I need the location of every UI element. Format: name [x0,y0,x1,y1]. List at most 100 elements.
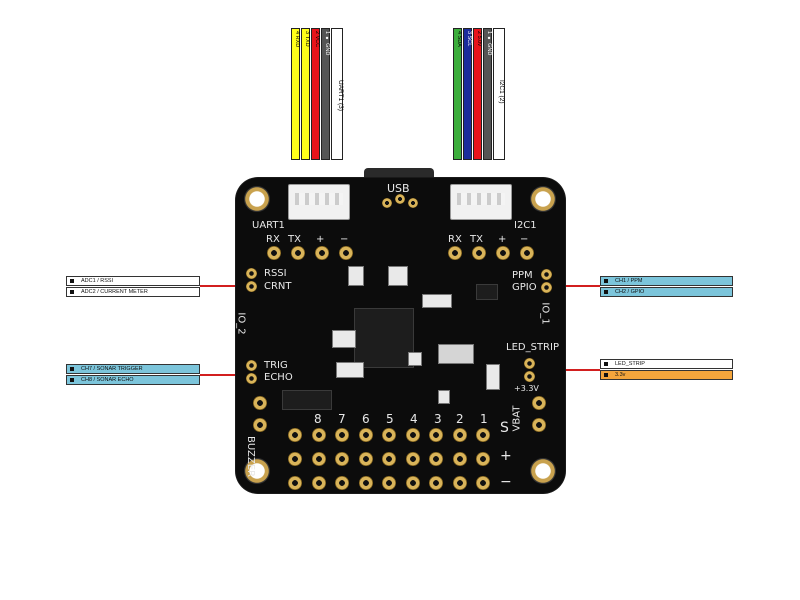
v33-label: +3.3V [514,384,539,393]
smd-component [422,294,452,308]
pointer-line-sonar [200,374,250,376]
signal-s-label: S [500,420,509,436]
label-adc1-rssi: ADC1 / RSSI [66,276,200,286]
label-text: CH2 / GPIO [615,289,645,295]
label-text: 3.3v [615,372,626,378]
i2c1-wire-5v: 2 5.0v [473,28,482,160]
label-text: CH1 / PPM [615,278,643,284]
i2c1-wire-scl: 3 SCL [463,28,472,160]
wire-number: 1 ● [486,31,492,42]
i2c1-wire-white [493,28,505,160]
servo-header-pad [382,428,396,442]
crnt-pad [246,281,257,292]
i2c1-connector [450,184,512,220]
uart1-wire-rxd: 4 RXD [291,28,300,160]
label-ch1-ppm: CH1 / PPM [600,276,733,286]
uart1-wire-group: 4 RXD 3 TXD 2 VCC 1 ● GND [291,28,343,160]
wire-name: TXD [304,35,310,47]
uart1-wire-gnd: 1 ● GND [321,28,330,160]
i2c1-wire-sda: 4 SDA [453,28,462,160]
bullet-icon [604,279,608,283]
gpio-label: GPIO [512,282,537,293]
smd-component [486,364,500,390]
flight-controller-board: USB UART1 I2C1 RX TX + − RX TX + − RSSI … [236,178,565,493]
servo-header-pad [429,452,443,466]
servo-header-pad [476,452,490,466]
mcu-chip [354,308,414,368]
label-3v3: 3.3v [600,370,733,380]
channel-label-2: 2 [456,412,464,426]
wire-name: GND [486,43,492,56]
vbat-pad [532,396,546,410]
i2c-rx-label: RX [448,234,462,245]
buzzer-pad [253,418,267,432]
vbat-pad [532,418,546,432]
label-ch8-sonar-echo: CH8 / SONAR ECHO [66,375,200,385]
mounting-hole [244,458,270,484]
v33-pad [524,371,535,382]
servo-header-pad [429,476,443,490]
wire-number: 1 ● [324,31,330,42]
servo-header-pad [335,476,349,490]
servo-header-pad [358,452,373,466]
channel-label-8: 8 [314,412,322,426]
servo-header-pad [335,452,349,466]
led-pad [524,358,535,369]
i2c-plus-label: + [498,234,507,245]
smd-component [332,330,356,348]
wire-name: SDA [456,35,462,47]
bullet-icon [70,367,74,371]
wire-name: SCL [466,35,472,47]
servo-header-pad [452,476,467,490]
servo-header-pad [358,476,373,490]
label-text: ADC2 / CURRENT METER [81,289,148,295]
smd-component [408,352,422,366]
uart1-wire-txd: 3 TXD [301,28,310,160]
servo-header-pad [476,428,490,442]
servo-header-pad [429,428,443,442]
bullet-icon [70,279,74,283]
label-led-strip: LED_STRIP [600,359,733,369]
led-strip-label: LED_STRIP [506,342,559,353]
bullet-icon [70,378,74,382]
label-ch2-gpio: CH2 / GPIO [600,287,733,297]
servo-header-pad [335,428,349,442]
mounting-hole [530,186,556,212]
uart1-connector [288,184,350,220]
uart-rx-label: RX [266,234,280,245]
vbat-label: VBAT [511,405,523,432]
regulator [282,390,332,410]
uart1-silk-label: UART1 [252,220,285,231]
pointer-line-ppm [548,285,600,287]
wire-number: 2 [314,31,320,35]
servo-header-pad [288,428,302,442]
uart-plus-label: + [316,234,325,245]
i2c1-group-title: I2C1 (2) [498,80,505,104]
echo-label: ECHO [264,372,293,383]
usb-pad [395,194,405,204]
label-adc2-current: ADC2 / CURRENT METER [66,287,200,297]
i2c1-wire-gnd: 1 ● GND [483,28,492,160]
uart-pad [267,246,281,260]
bullet-icon [604,290,608,294]
i2c-tx-label: TX [470,234,483,245]
uart1-wire-vcc: 2 VCC [311,28,320,160]
uart-minus-label: − [340,234,349,245]
label-text: ADC1 / RSSI [81,278,114,284]
servo-header-pad [452,452,467,466]
channel-label-7: 7 [338,412,346,426]
servo-header-pad [452,428,467,442]
servo-header-pad [288,452,302,466]
trig-label: TRIG [264,360,288,371]
servo-header-pad [311,452,326,466]
channel-label-4: 4 [410,412,418,426]
smd-component [348,266,364,286]
i2c-pad [448,246,462,260]
servo-header-pad [476,476,490,490]
i2c1-silk-label: I2C1 [514,220,537,231]
servo-header-pad [405,452,420,466]
gpio-pad [541,282,552,293]
bullet-icon [70,290,74,294]
channel-label-6: 6 [362,412,370,426]
i2c-pad [472,246,486,260]
